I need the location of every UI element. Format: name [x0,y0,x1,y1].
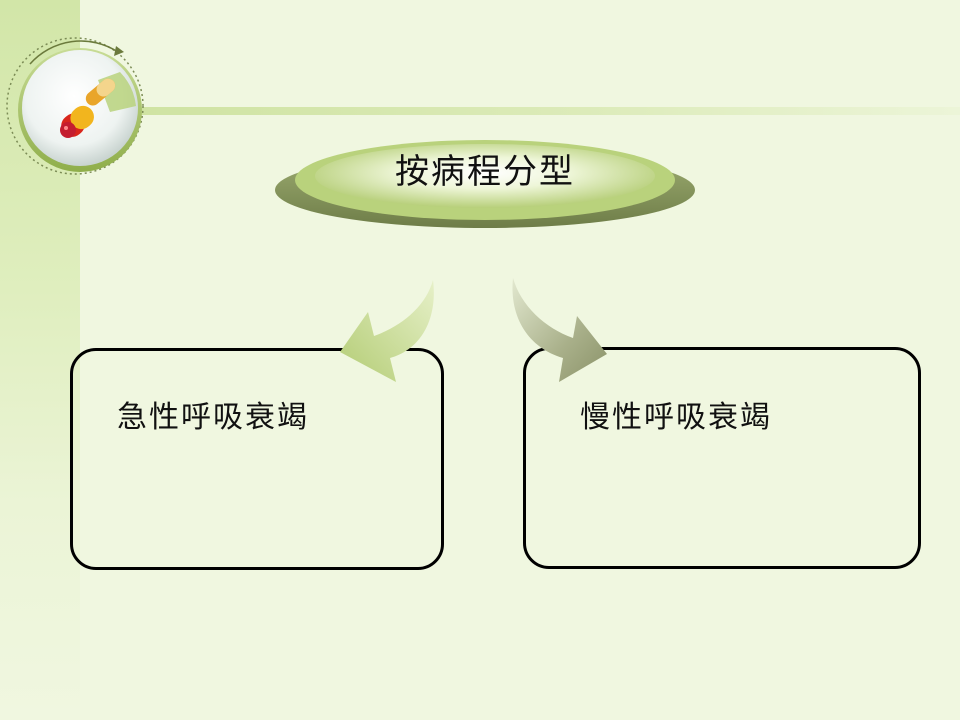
chronic-respiratory-failure-label: 慢性呼吸衰竭 [580,400,772,435]
right-curved-arrow-icon [512,278,607,382]
title-ellipse [275,140,695,228]
acute-respiratory-failure-label: 急性呼吸衰竭 [117,400,309,435]
chronic-category-box [523,347,921,569]
diagram-title: 按病程分型 [395,152,575,192]
left-curved-arrow-icon [340,280,434,382]
pill-logo-icon [6,37,144,175]
top-decorative-line [130,107,960,115]
acute-category-box [70,348,444,570]
